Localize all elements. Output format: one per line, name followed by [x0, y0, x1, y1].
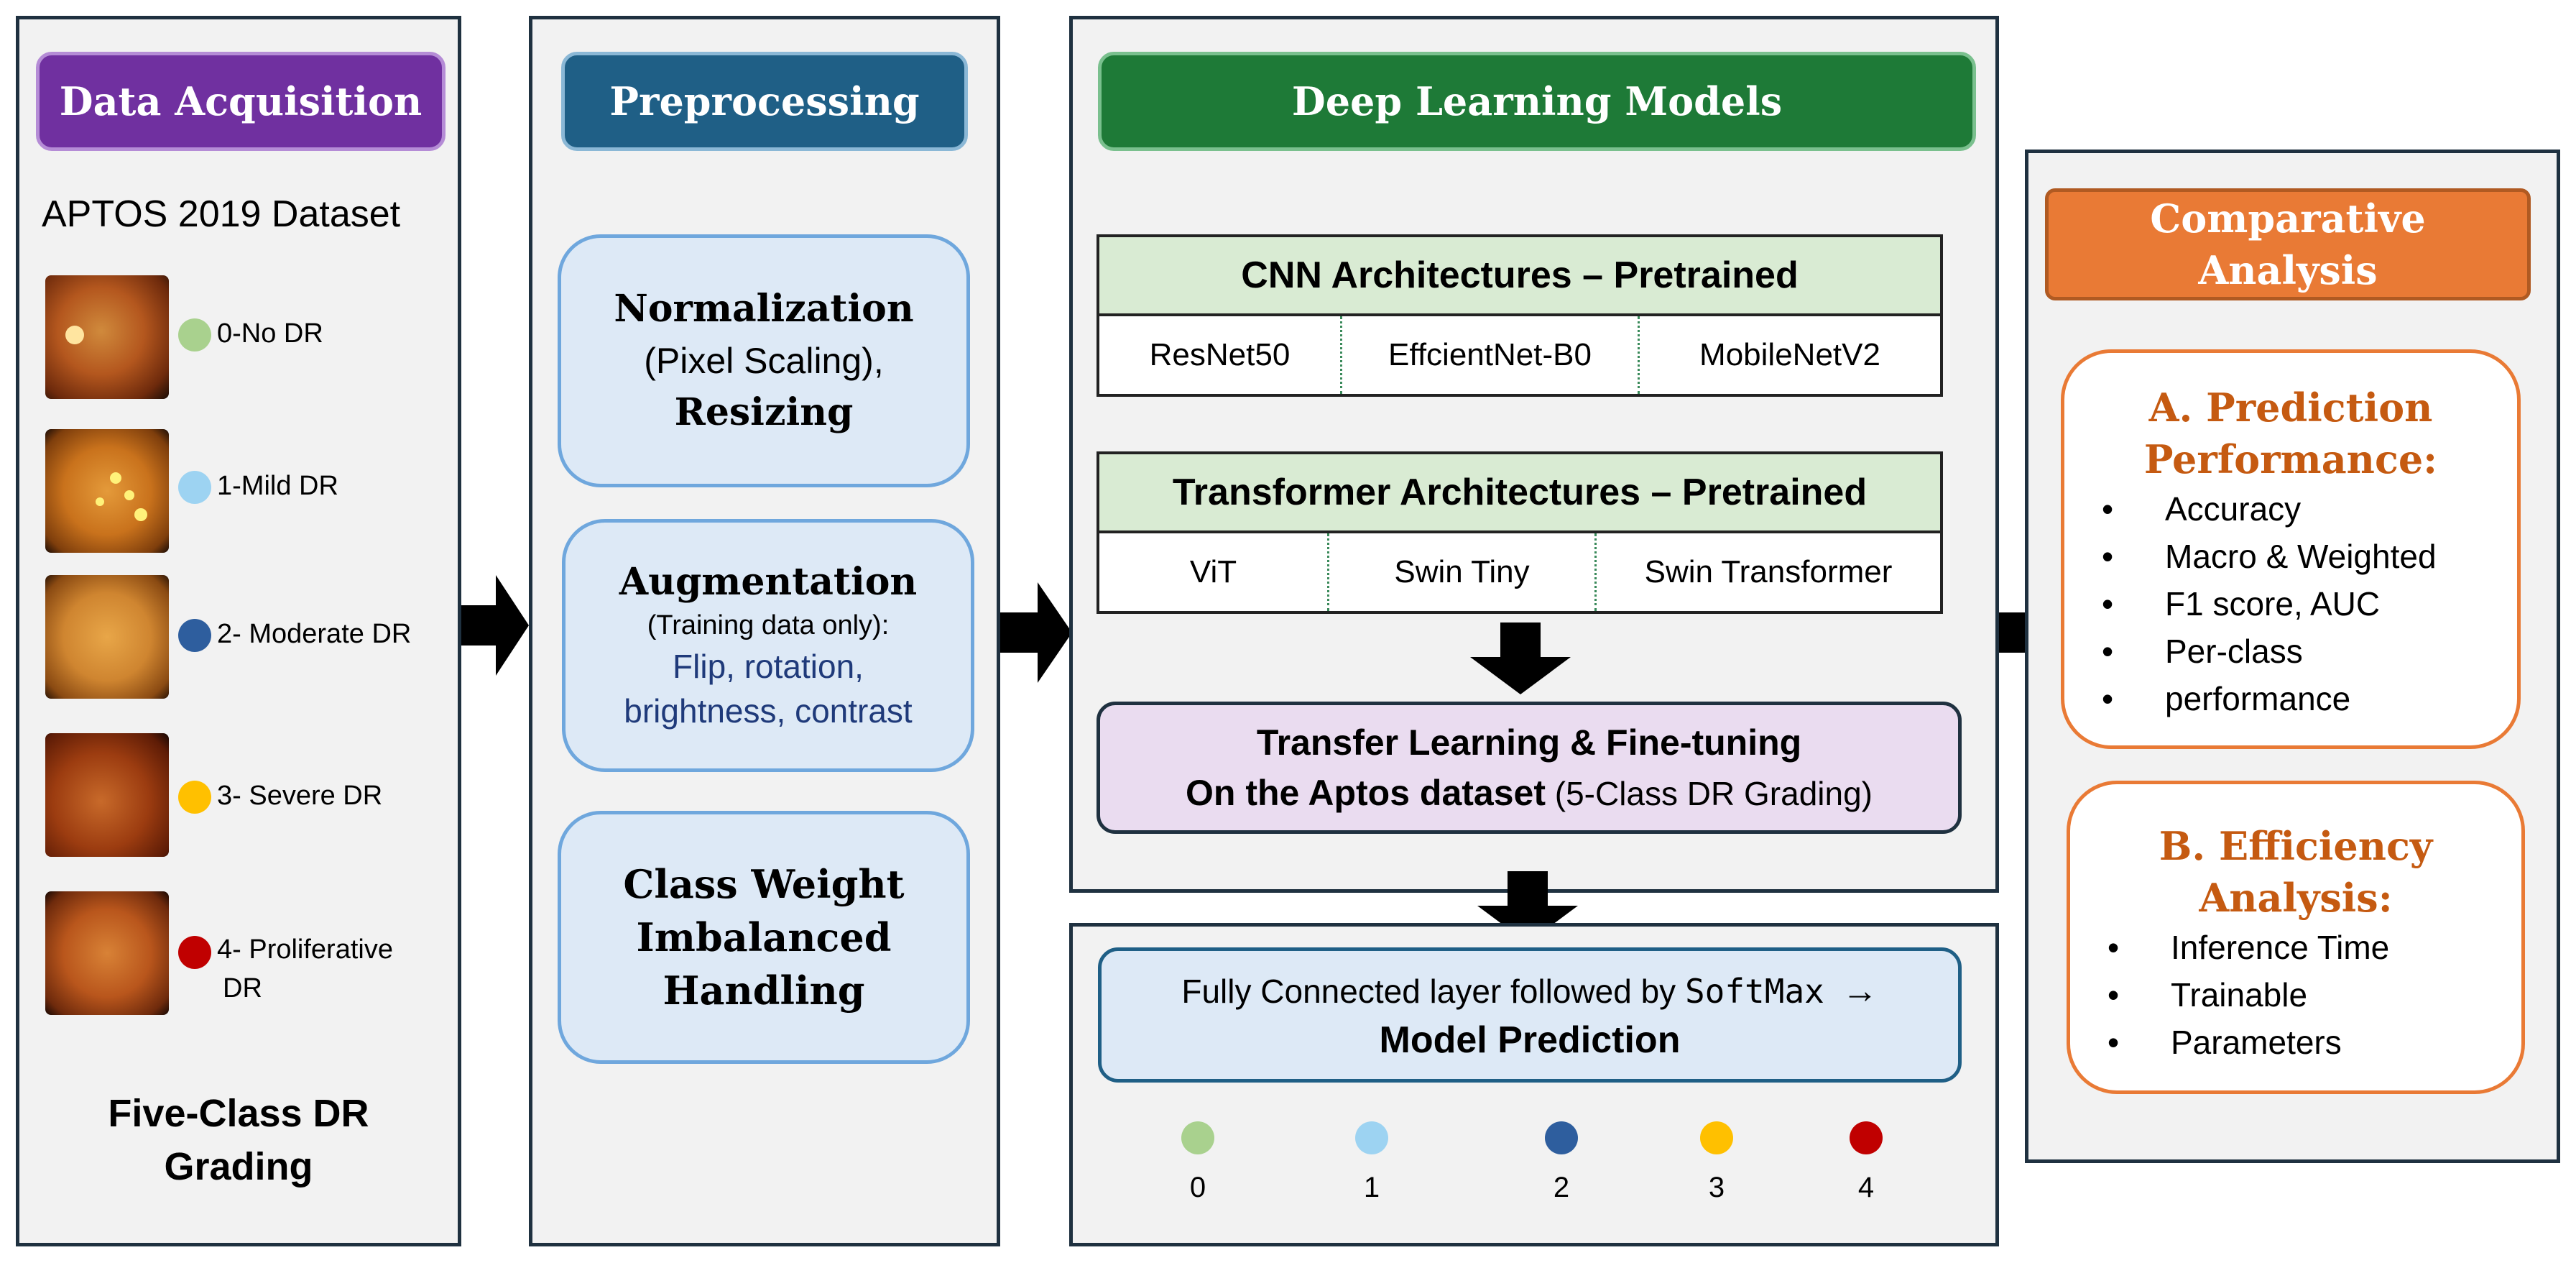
class-dot-3 [178, 781, 211, 814]
normalization-box: Normalization (Pixel Scaling), Resizing [558, 234, 970, 487]
cnn-model-mobilenet: MobileNetV2 [1699, 337, 1880, 372]
output-label-2: 2 [1553, 1172, 1570, 1203]
class-dot-4 [178, 936, 211, 969]
metric-macro-weighted: Macro & Weighted [2064, 533, 2517, 580]
class-dot-2 [178, 619, 211, 652]
output-dot-2 [1545, 1121, 1578, 1154]
class-label-0: 0-No DR [217, 318, 323, 349]
transformer-architectures-title: Transformer Architectures – Pretrained [1097, 451, 1943, 533]
transformer-model-vit: ViT [1099, 533, 1329, 611]
arrow-right-icon: → [1842, 970, 1878, 1011]
metric-trainable: Trainable [2070, 971, 2521, 1019]
metric-performance: performance [2064, 675, 2517, 722]
five-class-footer: Five-Class DR Grading [108, 1092, 369, 1188]
fundus-image-0 [45, 275, 169, 399]
arrow-down-icon [1470, 622, 1571, 694]
cnn-architectures-title: CNN Architectures – Pretrained [1097, 234, 1943, 316]
arrow-right-icon [461, 575, 529, 676]
output-dot-0 [1181, 1121, 1214, 1154]
transformer-model-swin: Swin Transformer [1644, 554, 1893, 589]
model-prediction-box: Fully Connected layer followed by SoftMa… [1098, 947, 1962, 1083]
class-dot-1 [178, 471, 211, 504]
metric-f1-auc: F1 score, AUC [2064, 580, 2517, 628]
dataset-title: APTOS 2019 Dataset [42, 193, 401, 235]
class-weight-box: Class Weight Imbalanced Handling [558, 811, 970, 1064]
output-dot-1 [1355, 1121, 1388, 1154]
fundus-image-3 [45, 733, 169, 857]
output-label-0: 0 [1189, 1172, 1206, 1203]
deep-learning-header: Deep Learning Models [1098, 52, 1976, 151]
data-acquisition-header: Data Acquisition [36, 52, 446, 151]
transformer-architectures-row: ViT Swin Tiny Swin Transformer [1097, 533, 1943, 614]
cnn-model-resnet50: ResNet50 [1099, 316, 1342, 394]
arrow-right-icon [1000, 582, 1072, 683]
transfer-learning-line2: On the Aptos dataset (5-Class DR Grading… [1186, 772, 1873, 813]
efficiency-analysis-box: B. Efficiency Analysis: Inference Time T… [2067, 781, 2525, 1094]
class-label-3: 3- Severe DR [217, 781, 383, 811]
efficiency-metrics-list: Inference Time Trainable Parameters [2070, 924, 2521, 1066]
preprocessing-header: Preprocessing [561, 52, 968, 151]
class-label-4: 4- Proliferative [217, 934, 393, 965]
fundus-image-2 [45, 575, 169, 699]
metric-inference-time: Inference Time [2070, 924, 2521, 971]
metric-per-class: Per-class [2064, 628, 2517, 675]
fundus-image-4 [45, 891, 169, 1015]
class-label-1: 1-Mild DR [217, 471, 338, 501]
transfer-learning-box: Transfer Learning & Fine-tuning On the A… [1097, 702, 1962, 834]
fundus-image-1 [45, 429, 169, 553]
output-label-3: 3 [1708, 1172, 1725, 1203]
prediction-metrics-list: Accuracy Macro & Weighted F1 score, AUC … [2064, 485, 2517, 722]
cnn-architectures-row: ResNet50 EffcientNet-B0 MobileNetV2 [1097, 316, 1943, 397]
comparative-analysis-header: Comparative Analysis [2045, 188, 2531, 300]
fc-layer-text: Fully Connected layer followed by SoftMa… [1181, 970, 1878, 1011]
class-label-4b: DR [223, 973, 262, 1003]
output-dot-3 [1700, 1121, 1733, 1154]
prediction-performance-box: A. Prediction Performance: Accuracy Macr… [2061, 349, 2521, 749]
transformer-model-swin-tiny: Swin Tiny [1329, 533, 1597, 611]
output-label-1: 1 [1363, 1172, 1380, 1203]
augmentation-box: Augmentation (Training data only): Flip,… [562, 519, 974, 772]
metric-parameters: Parameters [2070, 1019, 2521, 1066]
arrow-down-icon [1477, 871, 1578, 943]
output-label-4: 4 [1857, 1172, 1875, 1203]
output-dot-4 [1850, 1121, 1883, 1154]
metric-accuracy: Accuracy [2064, 485, 2517, 533]
class-label-2: 2- Moderate DR [217, 619, 412, 649]
class-dot-0 [178, 318, 211, 352]
cnn-model-efficientnet: EffcientNet-B0 [1342, 316, 1640, 394]
